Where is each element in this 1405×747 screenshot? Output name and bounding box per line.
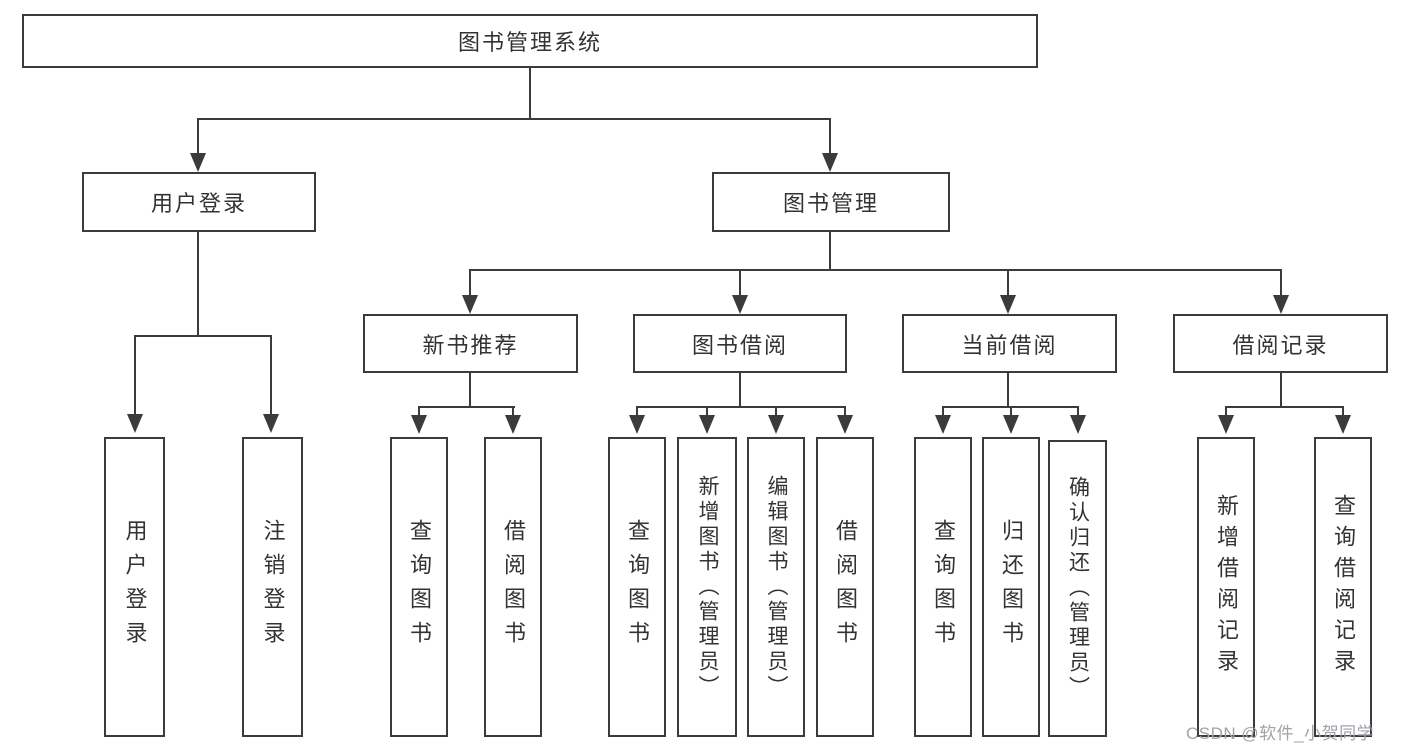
leaf-label: 查询图书 — [407, 519, 432, 655]
leaf-borrow-books-1: 借阅图书 — [484, 437, 542, 737]
arrow-down-icon — [190, 153, 206, 172]
node-label: 借阅记录 — [1232, 332, 1329, 358]
connector-line — [844, 406, 846, 416]
connector-line — [134, 335, 136, 414]
connector-line — [1225, 406, 1344, 408]
arrow-down-icon — [263, 414, 279, 433]
leaf-label: 查询借阅记录 — [1331, 494, 1356, 680]
leaf-query-books-1: 查询图书 — [390, 437, 448, 737]
watermark: CSDN @软件_小贺同学 — [1186, 724, 1375, 743]
arrow-down-icon — [1003, 415, 1019, 434]
connector-line — [469, 373, 471, 407]
connector-line — [512, 406, 514, 416]
connector-line — [1007, 269, 1009, 297]
arrow-down-icon — [732, 295, 748, 314]
arrow-down-icon — [768, 415, 784, 434]
node-label: 图书借阅 — [691, 332, 788, 358]
node-current-borrowing: 当前借阅 — [902, 314, 1117, 373]
connector-line — [739, 269, 741, 297]
node-label: 新书推荐 — [422, 332, 519, 358]
arrow-down-icon — [1335, 415, 1351, 434]
leaf-label: 新增图书（管理员） — [696, 474, 719, 700]
connector-line — [1007, 373, 1009, 407]
leaf-add-borrow-record: 新增借阅记录 — [1197, 437, 1255, 737]
leaf-return-books: 归还图书 — [982, 437, 1040, 737]
connector-line — [942, 406, 944, 416]
connector-line — [775, 406, 777, 416]
leaf-edit-book-admin: 编辑图书（管理员） — [747, 437, 805, 737]
node-label: 图书管理 — [782, 191, 879, 216]
leaf-logout: 注销登录 — [242, 437, 303, 737]
connector-line — [706, 406, 708, 416]
node-book-management: 图书管理 — [712, 172, 950, 232]
connector-line — [529, 68, 531, 119]
leaf-query-books-3: 查询图书 — [914, 437, 972, 737]
connector-line — [469, 269, 471, 297]
node-label: 图书管理系统 — [457, 30, 602, 55]
connector-line — [1077, 406, 1079, 416]
node-new-book-recommendation: 新书推荐 — [363, 314, 578, 373]
node-borrowing-records: 借阅记录 — [1173, 314, 1388, 373]
leaf-query-books-2: 查询图书 — [608, 437, 666, 737]
connector-line — [1280, 269, 1282, 297]
connector-line — [739, 373, 741, 407]
arrow-down-icon — [837, 415, 853, 434]
connector-line — [197, 118, 199, 155]
node-label: 用户登录 — [150, 191, 247, 216]
connector-line — [636, 406, 638, 416]
leaf-user-login: 用户登录 — [104, 437, 165, 737]
leaf-borrow-books-2: 借阅图书 — [816, 437, 874, 737]
leaf-label: 注销登录 — [260, 519, 286, 655]
arrow-down-icon — [411, 415, 427, 434]
node-user-login: 用户登录 — [82, 172, 316, 232]
arrow-down-icon — [1273, 295, 1289, 314]
node-library-management-system: 图书管理系统 — [22, 14, 1038, 68]
leaf-label: 借阅图书 — [501, 519, 526, 655]
connector-line — [418, 406, 515, 408]
connector-line — [1010, 406, 1012, 416]
connector-line — [197, 232, 199, 337]
arrow-down-icon — [629, 415, 645, 434]
connector-line — [197, 118, 831, 120]
leaf-add-book-admin: 新增图书（管理员） — [677, 437, 737, 737]
node-book-borrowing: 图书借阅 — [633, 314, 847, 373]
arrow-down-icon — [1218, 415, 1234, 434]
connector-line — [469, 269, 1282, 271]
connector-line — [1280, 373, 1282, 407]
connector-line — [270, 335, 272, 414]
connector-line — [134, 335, 272, 337]
arrow-down-icon — [699, 415, 715, 434]
arrow-down-icon — [505, 415, 521, 434]
leaf-label: 编辑图书（管理员） — [765, 474, 788, 700]
connector-line — [636, 406, 846, 408]
connector-line — [1225, 406, 1227, 416]
arrow-down-icon — [822, 153, 838, 172]
arrow-down-icon — [127, 414, 143, 433]
leaf-label: 用户登录 — [122, 519, 148, 655]
arrow-down-icon — [1000, 295, 1016, 314]
connector-line — [1342, 406, 1344, 416]
leaf-label: 归还图书 — [999, 519, 1024, 655]
leaf-label: 查询图书 — [931, 519, 956, 655]
leaf-label: 查询图书 — [625, 519, 650, 655]
leaf-confirm-return-admin: 确认归还（管理员） — [1048, 440, 1107, 737]
connector-line — [418, 406, 420, 416]
connector-line — [829, 118, 831, 155]
node-label: 当前借阅 — [961, 332, 1058, 358]
leaf-query-borrow-record: 查询借阅记录 — [1314, 437, 1372, 737]
arrow-down-icon — [462, 295, 478, 314]
leaf-label: 新增借阅记录 — [1214, 494, 1239, 680]
connector-line — [829, 232, 831, 271]
arrow-down-icon — [935, 415, 951, 434]
arrow-down-icon — [1070, 415, 1086, 434]
leaf-label: 确认归还（管理员） — [1066, 476, 1090, 701]
leaf-label: 借阅图书 — [833, 519, 858, 655]
